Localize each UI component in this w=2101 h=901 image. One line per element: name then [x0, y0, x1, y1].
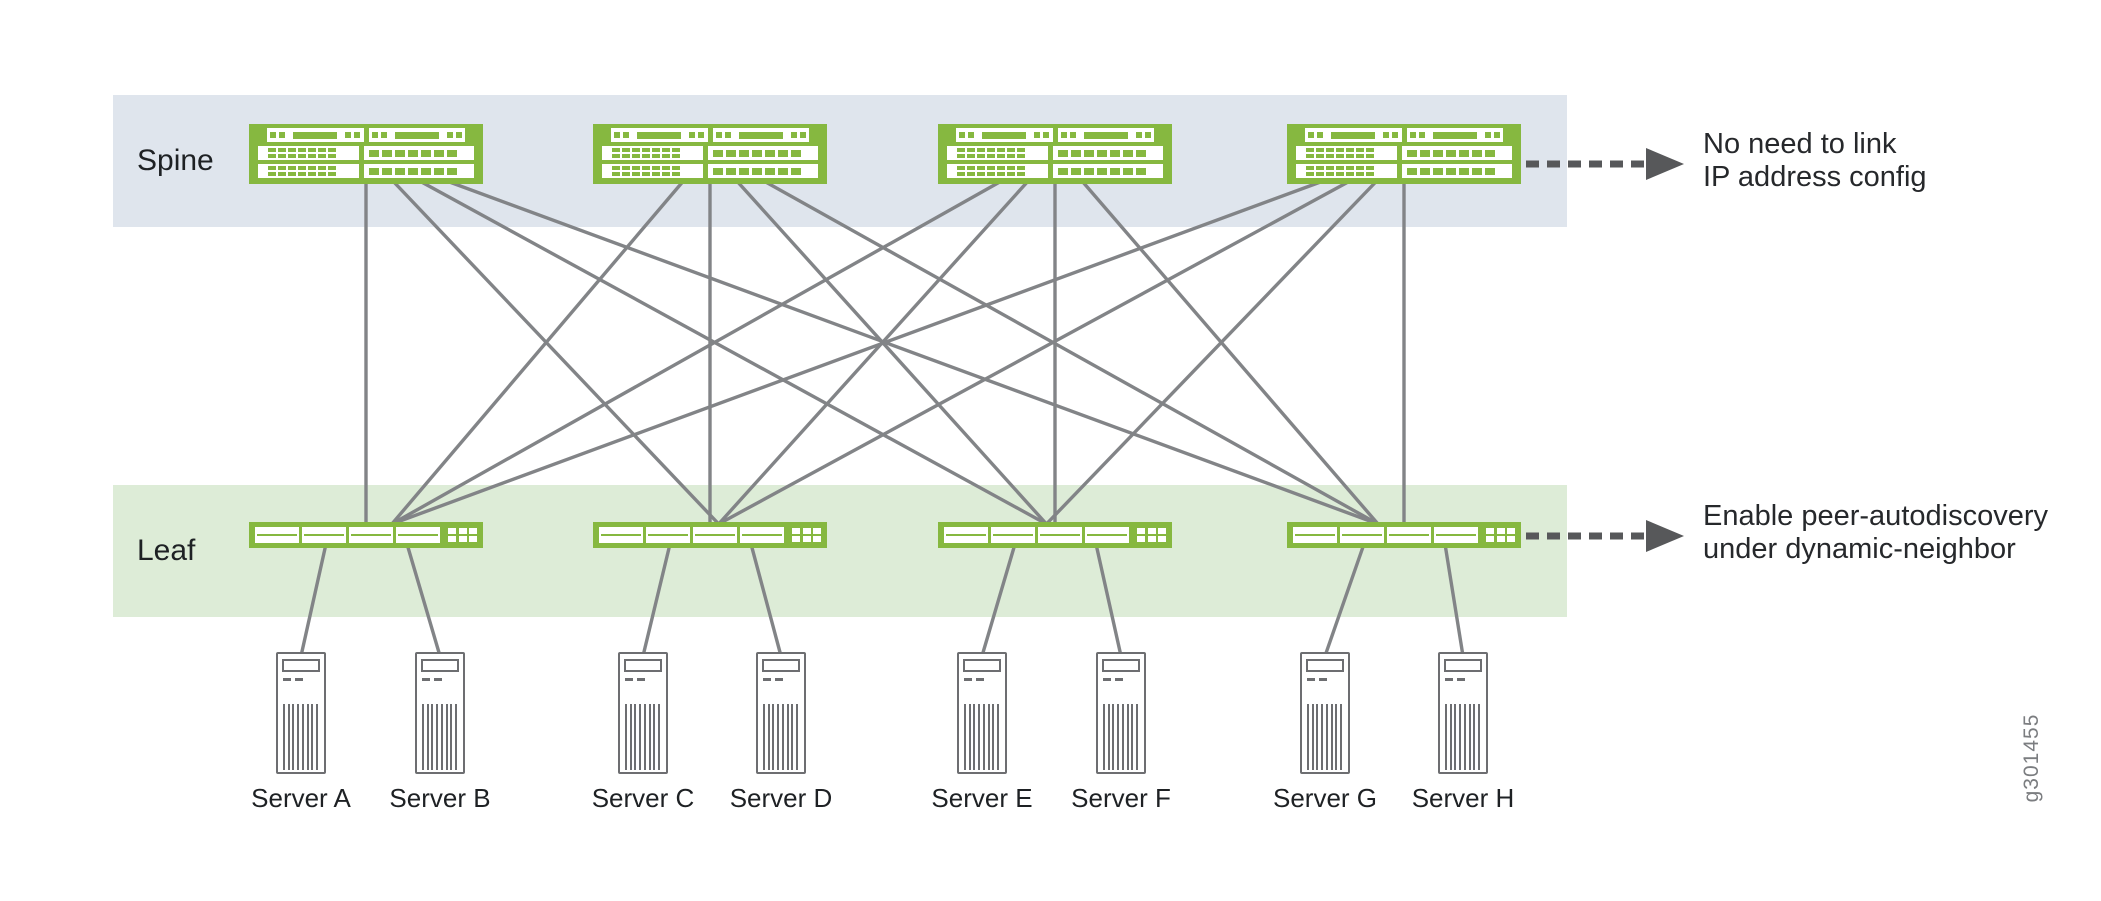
link-leaf-1-server-2: [405, 543, 442, 657]
link-spine-2-leaf-4: [757, 176, 1379, 526]
leaf-band-label: Leaf: [137, 534, 196, 567]
link-spine-4-leaf-2: [717, 176, 1357, 526]
link-spine-4-leaf-1: [391, 176, 1332, 526]
dashed-arrow-right-icon: [1526, 520, 1684, 552]
annotation-line: under dynamic-neighbor: [1703, 533, 2016, 565]
link-spine-4-leaf-3: [1045, 176, 1381, 526]
link-leaf-1-server-1: [299, 543, 328, 657]
link-spine-2-leaf-1: [390, 176, 688, 526]
annotation-line: IP address config: [1703, 161, 1927, 193]
annotation-line: Enable peer-autodiscovery: [1703, 500, 2048, 532]
leaf-annotation: Enable peer-autodiscovery under dynamic-…: [1703, 500, 2048, 566]
link-leaf-3-server-5: [980, 543, 1017, 657]
spine-annotation: No need to link IP address config: [1703, 128, 1927, 194]
link-spine-2-leaf-3: [732, 176, 1048, 526]
link-spine-3-leaf-4: [1078, 176, 1380, 526]
link-spine-3-leaf-1: [391, 176, 1008, 526]
link-spine-1-leaf-4: [438, 176, 1379, 526]
leaf-band: [113, 485, 1567, 617]
link-leaf-4-server-8: [1443, 543, 1465, 657]
link-leaf-2-server-4: [749, 543, 783, 657]
link-spine-3-leaf-2: [717, 176, 1033, 526]
link-leaf-2-server-3: [641, 543, 672, 657]
link-spine-1-leaf-3: [413, 176, 1048, 526]
dashed-arrow-right-icon: [1526, 148, 1684, 180]
link-leaf-3-server-6: [1094, 543, 1123, 657]
annotation-line: No need to link: [1703, 128, 1897, 160]
link-leaf-4-server-7: [1323, 543, 1366, 657]
link-spine-1-leaf-2: [388, 176, 720, 526]
figure-id: g301455: [2020, 713, 2043, 803]
spine-band-label: Spine: [137, 144, 214, 177]
